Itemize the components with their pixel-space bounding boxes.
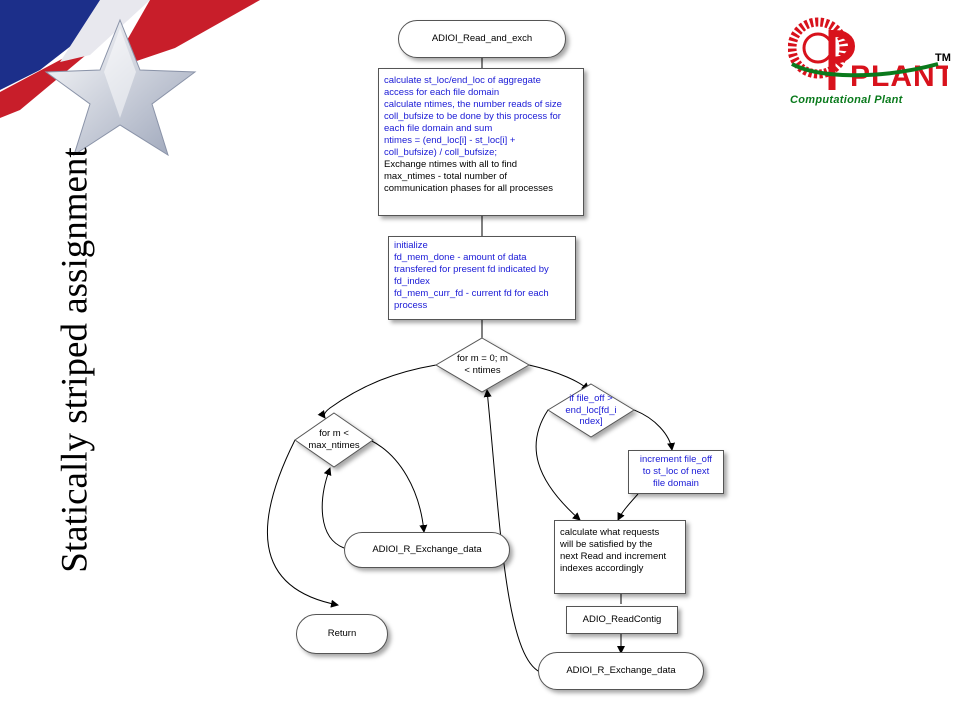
edge-cond-requests xyxy=(535,409,581,521)
requests-line-4: indexes accordingly xyxy=(560,563,644,574)
edge-loop2-return xyxy=(266,439,339,608)
edge-exch1-loop2 xyxy=(321,467,345,549)
calc-line-2: access for each file domain xyxy=(384,87,500,98)
calc-line-3: calculate ntimes, the number reads of si… xyxy=(384,99,562,110)
node-requests: calculate what requests will be satisfie… xyxy=(554,520,686,594)
incr-line-1: increment file_off xyxy=(639,454,713,465)
decision-loop2 xyxy=(294,412,374,468)
logo-trademark: TM xyxy=(935,52,951,64)
decision-cond-text: if file_off > end_loc[fd_i ndex] xyxy=(548,393,634,428)
node-exchange-data-bottom: ADIOI_R_Exchange_data xyxy=(538,652,704,690)
calc-line-5: each file domain and sum xyxy=(384,123,493,134)
edge-loop1-loop2 xyxy=(317,364,437,419)
readcontig-label: ADIO_ReadContig xyxy=(582,614,662,625)
calc-line-9: max_ntimes - total number of xyxy=(384,171,508,182)
calc-line-6: ntimes = (end_loc[i] - st_loc[i] + xyxy=(384,135,516,146)
node-incr: increment file_off to st_loc of next fil… xyxy=(628,450,724,494)
init-line-1: initialize xyxy=(394,240,428,251)
cond-line-3: ndex] xyxy=(579,416,603,427)
calc-line-7: coll_bufsize) / coll_bufsize; xyxy=(384,147,497,158)
calc-line-8: Exchange ntimes with all to find xyxy=(384,159,518,170)
loop1-line-1: for m = 0; m xyxy=(457,353,508,364)
decision-cond xyxy=(547,383,635,438)
logo-subtitle: Computational Plant xyxy=(790,94,903,106)
edge-cond-incr xyxy=(633,409,676,451)
loop1-line-2: < ntimes xyxy=(464,364,501,376)
init-line-3: transfered for present fd indicated by xyxy=(394,264,549,275)
node-return: Return xyxy=(296,614,388,654)
decision-loop1-text: for m = 0; m < ntimes xyxy=(436,353,529,376)
init-line-2: fd_mem_done - amount of data xyxy=(394,252,527,263)
incr-line-3: file domain xyxy=(653,478,699,489)
cond-line-2: end_loc[fd_i xyxy=(565,404,617,416)
requests-line-1: calculate what requests xyxy=(560,527,660,538)
decision-loop1 xyxy=(435,337,531,393)
edge-loop1-cond xyxy=(528,364,590,391)
node-exchange-data-left: ADIOI_R_Exchange_data xyxy=(344,532,510,568)
edge-incr-requests xyxy=(617,493,639,521)
node-start: ADIOI_Read_and_exch xyxy=(398,20,566,58)
calc-line-4: coll_bufsize to be done by this process … xyxy=(384,111,561,122)
loop2-line-1: for m < xyxy=(319,428,349,439)
calc-line-1: calculate st_loc/end_loc of aggregate xyxy=(384,75,541,86)
requests-line-3: next Read and increment xyxy=(560,551,667,562)
cond-line-1: if file_off > xyxy=(569,393,613,404)
exch2-label: ADIOI_R_Exchange_data xyxy=(566,665,676,676)
incr-line-2: to st_loc of next xyxy=(642,466,710,477)
node-readcontig: ADIO_ReadContig xyxy=(566,606,678,634)
loop2-line-2: max_ntimes xyxy=(308,439,360,451)
edge-loop2-exch1 xyxy=(369,439,428,533)
init-line-4: fd_index xyxy=(394,276,430,287)
exch1-label: ADIOI_R_Exchange_data xyxy=(372,544,482,555)
cplant-logo-graphic: PLANT xyxy=(788,17,948,92)
flag-star-decoration xyxy=(0,0,260,157)
node-start-label: ADIOI_Read_and_exch xyxy=(431,33,533,44)
calc-line-10: communication phases for all processes xyxy=(384,183,553,194)
requests-line-2: will be satisfied by the xyxy=(560,539,653,550)
decision-loop2-text: for m < max_ntimes xyxy=(295,428,373,451)
return-label: Return xyxy=(327,628,357,639)
init-line-5: fd_mem_curr_fd - current fd for each xyxy=(394,288,549,299)
edge-exch2-loop1 xyxy=(483,389,541,673)
init-line-6: process xyxy=(394,300,428,311)
